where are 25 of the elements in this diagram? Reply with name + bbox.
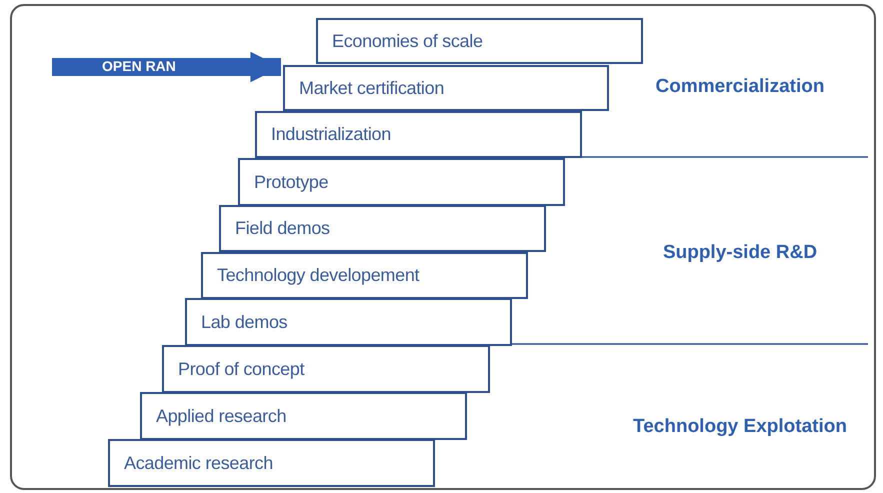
step-label: Technology developement (217, 265, 420, 286)
step-box (162, 345, 490, 393)
phase-label: Supply-side R&D (662, 242, 818, 264)
step-box (185, 298, 512, 346)
step-label: Industrialization (271, 124, 391, 145)
edge-label: OPEN RAN (100, 58, 178, 74)
step-box (255, 111, 582, 158)
step-box (283, 65, 609, 111)
step-box (140, 392, 467, 440)
step-label: Field demos (235, 218, 330, 239)
step-box (108, 439, 435, 487)
step-label: Proof of concept (178, 358, 304, 380)
step-label: Prototype (254, 172, 328, 192)
step-label: Lab demos (201, 312, 288, 332)
step-label: Market certification (299, 78, 444, 98)
arrow (52, 52, 281, 82)
step-box (219, 205, 546, 252)
step-box (201, 252, 528, 299)
step-box (316, 18, 643, 64)
step-label: Academic research (124, 452, 273, 474)
step-label: Economies of scale (332, 30, 483, 52)
step-label: Applied research (156, 406, 286, 426)
phase-label: Technology Explotation (633, 416, 847, 438)
step-box (238, 158, 565, 206)
phase-label: Commercialization (656, 76, 824, 98)
